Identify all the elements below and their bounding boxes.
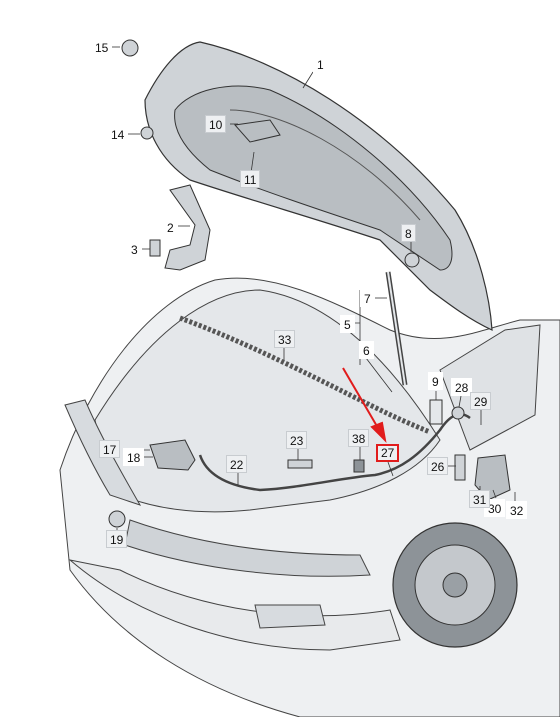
callout-2[interactable]: 2 <box>163 218 178 236</box>
clip-9 <box>429 399 443 425</box>
grille <box>124 519 371 577</box>
fastener-8 <box>404 252 420 268</box>
catch-10 <box>234 119 281 143</box>
callout-32[interactable]: 32 <box>506 501 528 519</box>
callout-1[interactable]: 1 <box>313 55 328 73</box>
front-hub <box>442 572 468 598</box>
callout-29[interactable]: 29 <box>470 392 492 410</box>
callout-9[interactable]: 9 <box>428 372 443 390</box>
callout-22[interactable]: 22 <box>226 455 248 473</box>
callout-17[interactable]: 17 <box>99 440 121 458</box>
callout-26[interactable]: 26 <box>427 457 449 475</box>
callout-31[interactable]: 31 <box>469 490 491 508</box>
nut-19 <box>108 510 126 528</box>
lock-17 <box>149 439 196 471</box>
callout-3[interactable]: 3 <box>127 240 142 258</box>
callout-23[interactable]: 23 <box>286 431 308 449</box>
fog-light <box>254 604 326 629</box>
callout-15[interactable]: 15 <box>91 38 113 56</box>
callout-14[interactable]: 14 <box>107 125 129 143</box>
callout-33[interactable]: 33 <box>274 330 296 348</box>
callout-10[interactable]: 10 <box>205 115 227 133</box>
guide-23 <box>287 459 313 469</box>
bracket-26 <box>454 454 466 481</box>
hood-hinge <box>164 184 211 271</box>
clip-38 <box>353 459 365 473</box>
fastener-14 <box>140 126 154 140</box>
callout-8[interactable]: 8 <box>401 224 416 242</box>
hood-reinforcement <box>229 109 421 221</box>
callout-19[interactable]: 19 <box>106 530 128 548</box>
fastener-15 <box>121 39 139 57</box>
windshield-frame <box>439 324 541 451</box>
release-cable <box>198 413 471 492</box>
clip-28 <box>451 406 465 420</box>
callout-27-highlighted[interactable]: 27 <box>376 444 400 462</box>
callout-5[interactable]: 5 <box>340 315 355 333</box>
callout-28[interactable]: 28 <box>451 378 473 396</box>
callout-38[interactable]: 38 <box>348 429 370 447</box>
bumper <box>68 559 401 651</box>
hood-seal <box>179 315 431 435</box>
bolt-3 <box>149 239 161 257</box>
highlight-arrow <box>342 367 387 443</box>
callout-7[interactable]: 7 <box>360 289 375 307</box>
release-lever-30 <box>474 454 511 501</box>
callout-18[interactable]: 18 <box>123 448 145 466</box>
callout-11[interactable]: 11 <box>240 170 261 188</box>
callout-6[interactable]: 6 <box>359 341 374 359</box>
